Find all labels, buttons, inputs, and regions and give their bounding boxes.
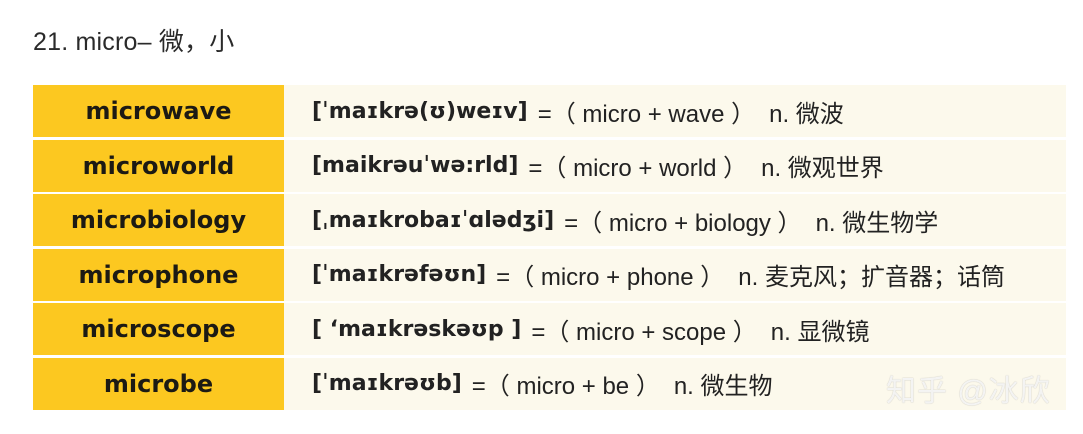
table-row: microbiology [ˌmaɪkrobaɪˈɑlədʒi] =（ micr… xyxy=(33,194,1066,246)
meaning: n. 微波 xyxy=(769,100,844,128)
formula: =（ micro + biology ） xyxy=(564,209,802,237)
word-cell: microbiology xyxy=(33,194,284,246)
definition-cell: [ˌmaɪkrobaɪˈɑlədʒi] =（ micro + biology ）… xyxy=(284,194,1066,246)
formula: =（ micro + world ） xyxy=(528,155,748,182)
word-cell: microscope xyxy=(33,303,284,355)
table-row: microbe [ˈmaɪkrəʊb] =（ micro + be ） n. 微… xyxy=(33,357,1066,410)
formula: =（ micro + scope ） xyxy=(531,318,757,346)
phonetic: [maikrəuˈwə:rld] xyxy=(312,153,519,178)
formula: =（ micro + be ） xyxy=(471,373,660,400)
definition-cell: [maikrəuˈwə:rld] =（ micro + world ） n. 微… xyxy=(284,139,1066,192)
table-row: microscope [ ‘maɪkrəskəʊp ] =（ micro + s… xyxy=(33,303,1066,355)
formula: =（ micro + wave ） xyxy=(537,100,756,128)
definition-cell: [ˈmaɪkrə(ʊ)weɪv] =（ micro + wave ） n. 微波 xyxy=(284,85,1066,137)
meaning: n. 微观世界 xyxy=(761,155,884,182)
word-cell: microphone xyxy=(33,248,284,301)
watermark: 知乎 @冰欣 xyxy=(886,375,1051,408)
phonetic: [ˈmaɪkrəʊb] xyxy=(312,371,462,396)
meaning: n. 麦克风；扩音器；话筒 xyxy=(738,264,1005,291)
phonetic: [ˈmaɪkrəfəʊn] xyxy=(312,262,487,287)
table-row: microwave [ˈmaɪkrə(ʊ)weɪv] =（ micro + wa… xyxy=(33,85,1066,137)
section-heading: 21. micro– 微，小 xyxy=(33,28,235,56)
meaning: n. 微生物学 xyxy=(815,209,939,237)
phonetic: [ˌmaɪkrobaɪˈɑlədʒi] xyxy=(312,207,555,233)
phonetic: [ˈmaɪkrə(ʊ)weɪv] xyxy=(312,98,528,124)
word-cell: microworld xyxy=(33,139,284,192)
definition-cell: [ˈmaɪkrəʊb] =（ micro + be ） n. 微生物 xyxy=(284,357,1066,410)
word-cell: microwave xyxy=(33,85,284,137)
definition-cell: [ ‘maɪkrəskəʊp ] =（ micro + scope ） n. 显… xyxy=(284,303,1066,355)
meaning: n. 微生物 xyxy=(673,373,773,400)
formula: =（ micro + phone ） xyxy=(496,264,725,291)
vocabulary-table: microwave [ˈmaɪkrə(ʊ)weɪv] =（ micro + wa… xyxy=(33,85,1066,410)
table-row: microphone [ˈmaɪkrəfəʊn] =（ micro + phon… xyxy=(33,248,1066,301)
meaning: n. 显微镜 xyxy=(770,318,870,346)
definition-cell: [ˈmaɪkrəfəʊn] =（ micro + phone ） n. 麦克风；… xyxy=(284,248,1066,301)
phonetic: [ ‘maɪkrəskəʊp ] xyxy=(312,316,522,342)
table-row: microworld [maikrəuˈwə:rld] =（ micro + w… xyxy=(33,139,1066,192)
word-cell: microbe xyxy=(33,357,284,410)
